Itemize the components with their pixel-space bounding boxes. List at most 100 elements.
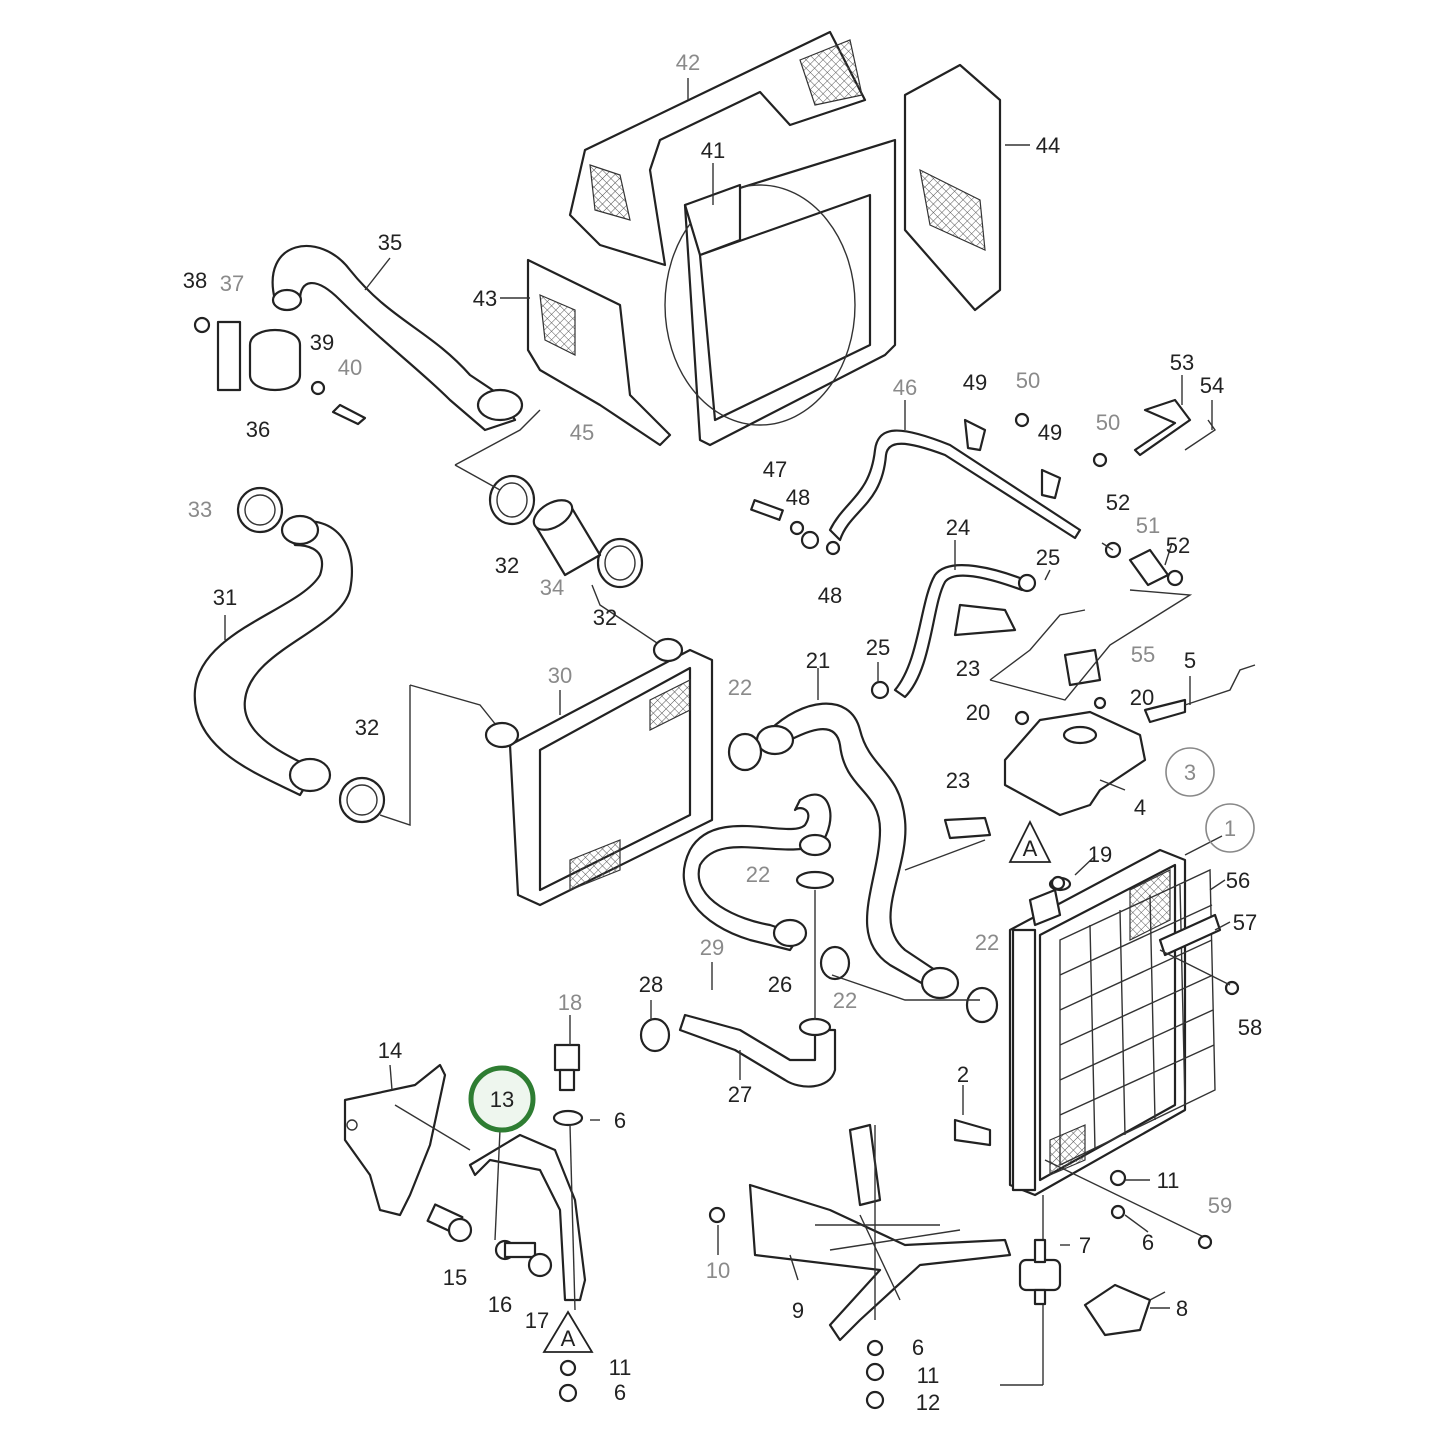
radiator	[1008, 848, 1187, 1197]
callout-leaders	[224, 78, 1231, 1309]
label-38: 38	[183, 268, 207, 293]
svg-text:A: A	[561, 1326, 576, 1351]
reference-circle-1	[1205, 803, 1255, 853]
label-19: 19	[1088, 842, 1112, 867]
label-3: 3	[1184, 760, 1196, 785]
label-11: 11	[917, 1363, 940, 1388]
nuts-lower-center	[865, 1339, 885, 1410]
bracket-clamp-36-37	[193, 316, 367, 426]
label-25: 25	[866, 635, 890, 660]
hose-sleeve-34	[532, 499, 602, 577]
label-9: 9	[792, 1298, 804, 1323]
label-12: 12	[916, 1390, 940, 1415]
label-22: 22	[975, 930, 999, 955]
label-52: 52	[1166, 533, 1190, 558]
bracket-23	[904, 603, 1017, 871]
label-32: 32	[355, 715, 379, 740]
label-56: 56	[1226, 868, 1250, 893]
label-48: 48	[818, 583, 842, 608]
label-54: 54	[1200, 373, 1224, 398]
reference-circle-3	[1165, 747, 1215, 797]
grille-56	[1059, 868, 1240, 1167]
label-20: 20	[1130, 685, 1154, 710]
label-5: 5	[1184, 648, 1196, 673]
support-frame	[708, 1123, 1012, 1342]
label-11: 11	[1157, 1168, 1180, 1193]
label-6: 6	[912, 1335, 924, 1360]
label-20: 20	[966, 700, 990, 725]
hose-clamps-32	[236, 474, 644, 824]
label-49: 49	[1038, 420, 1062, 445]
label-14: 14	[378, 1038, 402, 1063]
label-35: 35	[378, 230, 402, 255]
label-4: 4	[1134, 795, 1146, 820]
label-6: 6	[614, 1380, 626, 1405]
label-8: 8	[1176, 1296, 1188, 1321]
label-48: 48	[786, 485, 810, 510]
label-27: 27	[728, 1082, 752, 1107]
leader-lines-left	[379, 409, 661, 826]
pipe-24	[870, 564, 1037, 700]
label-30: 30	[548, 663, 572, 688]
bracket-13[interactable]	[468, 1133, 587, 1302]
label-40: 40	[338, 355, 362, 380]
highlight-circle-part-13[interactable]	[468, 1065, 536, 1133]
label-25: 25	[1036, 545, 1060, 570]
expansion-tank	[989, 589, 1256, 817]
small-parts-47-54	[750, 398, 1216, 587]
label-49: 49	[963, 370, 987, 395]
fan-shroud-frame	[664, 138, 897, 447]
label-32: 32	[593, 605, 617, 630]
label-43: 43	[473, 286, 497, 311]
label-31: 31	[213, 585, 237, 610]
radiator-fasteners	[953, 875, 1213, 1250]
label-11: 11	[609, 1355, 632, 1380]
label-10: 10	[706, 1258, 730, 1283]
label-39: 39	[310, 330, 334, 355]
upper-hose	[271, 245, 524, 432]
label-50: 50	[1016, 368, 1040, 393]
label-28: 28	[639, 972, 663, 997]
hose-21	[755, 702, 960, 1000]
label-22: 22	[728, 675, 752, 700]
label-33: 33	[188, 497, 212, 522]
view-marker-upper: A	[1008, 819, 1052, 863]
label-6: 6	[1142, 1230, 1154, 1255]
shroud-side-panel	[526, 258, 672, 447]
label-7: 7	[1079, 1233, 1091, 1258]
label-2: 2	[957, 1062, 969, 1087]
label-17: 17	[525, 1308, 549, 1333]
view-marker-lower: A	[542, 1310, 594, 1353]
label-58: 58	[1238, 1015, 1262, 1040]
label-29: 29	[700, 935, 724, 960]
label-18: 18	[558, 990, 582, 1015]
label-23: 23	[946, 768, 970, 793]
rubber-mount-7	[1018, 1238, 1062, 1306]
hose-26	[682, 793, 835, 952]
label-55: 55	[1131, 642, 1155, 667]
label-47: 47	[763, 457, 787, 482]
leader-14-13	[394, 1104, 471, 1151]
bracket-14	[343, 1063, 447, 1217]
label-36: 36	[246, 417, 270, 442]
cover-8	[1083, 1283, 1152, 1337]
label-6: 6	[614, 1108, 626, 1133]
label-57: 57	[1233, 910, 1257, 935]
label-24: 24	[946, 515, 970, 540]
label-52: 52	[1106, 490, 1130, 515]
label-46: 46	[893, 375, 917, 400]
label-1: 1	[1224, 816, 1236, 841]
label-59: 59	[1208, 1193, 1232, 1218]
label-32: 32	[495, 553, 519, 578]
label-15: 15	[443, 1265, 467, 1290]
label-50: 50	[1096, 410, 1120, 435]
label-53: 53	[1170, 350, 1194, 375]
fan-shroud-upper	[568, 30, 867, 267]
label-21: 21	[806, 648, 830, 673]
label-16: 16	[488, 1292, 512, 1317]
pipe-46	[800, 429, 1082, 556]
label-45: 45	[570, 420, 594, 445]
pipe-27	[639, 1013, 837, 1088]
shroud-right-panel	[903, 63, 1002, 312]
